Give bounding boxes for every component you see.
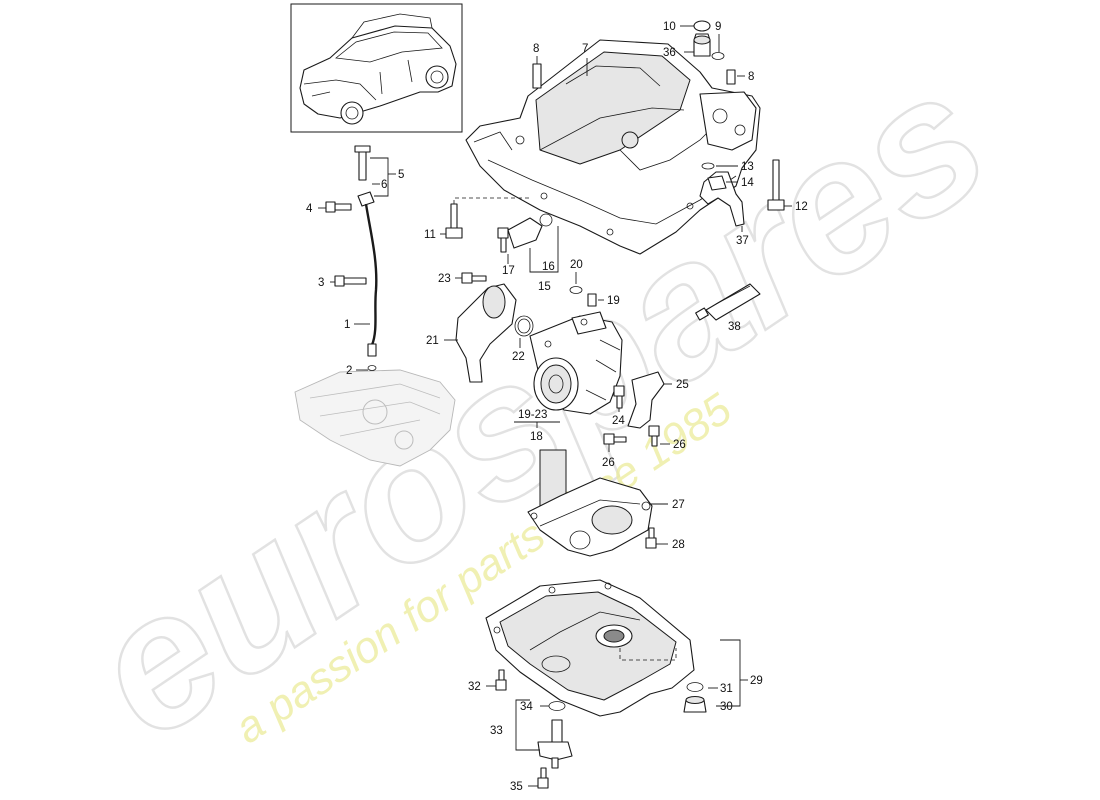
callout-28: 28	[672, 539, 685, 551]
callout-3: 3	[318, 277, 324, 289]
callout-37: 37	[736, 235, 749, 247]
lower-oil-pan	[485, 579, 695, 717]
bolt-17	[497, 227, 509, 253]
baffle-27	[527, 449, 653, 557]
callout-32: 32	[468, 681, 481, 693]
callout-33: 33	[490, 725, 503, 737]
callout-9: 9	[715, 21, 721, 33]
callout-16: 16	[542, 261, 555, 273]
callout-26-right: 26	[673, 439, 686, 451]
callout-29: 29	[750, 675, 763, 687]
callout-30: 30	[720, 701, 733, 713]
callout-25: 25	[676, 379, 689, 391]
bolt-23	[461, 272, 487, 284]
callout-10: 10	[663, 21, 676, 33]
sealant-tube-38	[695, 283, 761, 321]
callout-34: 34	[520, 701, 533, 713]
stud-8-left	[532, 63, 542, 89]
callout-27: 27	[672, 499, 685, 511]
upper-oil-pan-frame	[465, 39, 761, 255]
oil-pickup-21	[455, 283, 534, 383]
callout-1: 1	[344, 319, 350, 331]
callout-18: 18	[530, 431, 543, 443]
callout-17: 17	[502, 265, 515, 277]
plug-19	[587, 293, 597, 307]
callout-7: 7	[582, 43, 588, 55]
seal-20	[569, 286, 583, 294]
callout-8b: 8	[748, 71, 754, 83]
callout-6: 6	[381, 179, 387, 191]
callout-13: 13	[741, 161, 754, 173]
callout-26-left: 26	[602, 457, 615, 469]
callout-22: 22	[512, 351, 525, 363]
callout-19: 19	[607, 295, 620, 307]
bolt-12	[767, 159, 785, 211]
callout-38: 38	[728, 321, 741, 333]
callout-5: 5	[398, 169, 404, 181]
bolt-28	[645, 527, 657, 549]
callout-8a: 8	[533, 43, 539, 55]
bracket-25	[627, 371, 665, 429]
bolt-35	[537, 767, 549, 789]
callout-20: 20	[570, 259, 583, 271]
callout-21: 21	[426, 335, 439, 347]
leader-lines	[318, 25, 792, 787]
callout-14: 14	[741, 177, 754, 189]
seal-31	[686, 682, 704, 692]
seal-and-plug	[701, 162, 727, 191]
engine-block-reference	[294, 369, 456, 467]
vehicle-thumbnail	[290, 3, 463, 133]
callout-15: 15	[538, 281, 551, 293]
stud-8-right	[726, 69, 736, 85]
callout-23: 23	[438, 273, 451, 285]
oil-pump-assembly	[529, 311, 623, 415]
callout-24: 24	[612, 415, 625, 427]
callout-35: 35	[510, 781, 523, 793]
sensor-16	[507, 213, 553, 249]
callout-12: 12	[795, 201, 808, 213]
callout-36: 36	[663, 47, 676, 59]
callout-11: 11	[424, 229, 436, 241]
bolt-3	[334, 275, 367, 287]
seal-34	[548, 701, 566, 711]
bolt-4	[325, 201, 352, 213]
callout-19-23: 19-23	[518, 409, 547, 421]
callout-4: 4	[306, 203, 313, 215]
drain-plug-30	[683, 696, 707, 713]
bolt-24	[613, 385, 625, 409]
dipstick-tube	[354, 145, 378, 371]
bolt-26-right	[648, 425, 660, 447]
bolt-11	[445, 203, 463, 239]
oil-cap-assembly	[693, 20, 725, 60]
bolt-32	[495, 669, 507, 691]
oil-level-sensor-33	[537, 719, 573, 769]
callout-2: 2	[346, 365, 352, 377]
callout-labels: 1 2 3 4 5 6 7 8 8 9 10 11 12 13 14 15 16…	[306, 21, 808, 793]
callout-31: 31	[720, 683, 733, 695]
